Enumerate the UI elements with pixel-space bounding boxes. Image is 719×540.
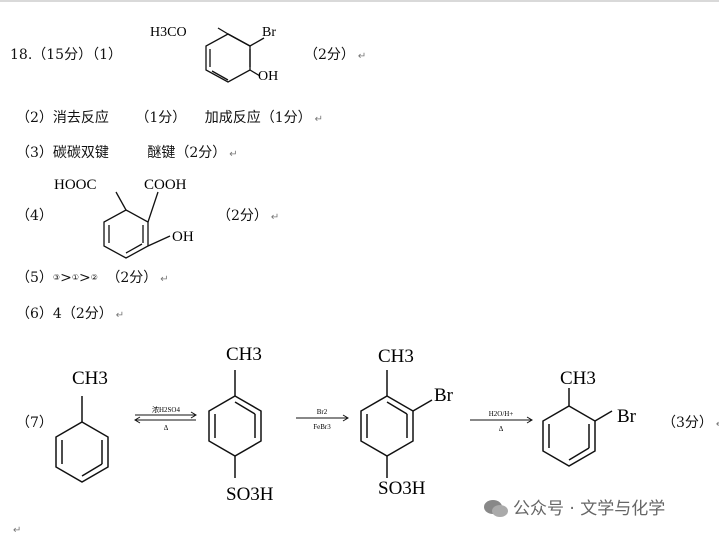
q7-toluene: CH3 bbox=[55, 368, 109, 483]
q4-score: （2分）↵ bbox=[217, 208, 280, 224]
q7-mol3: CH3 Br SO3H bbox=[360, 346, 454, 499]
q5-label: （5） bbox=[16, 270, 53, 286]
q4-cooh-label: COOH bbox=[144, 177, 187, 193]
q4-label: （4） bbox=[16, 208, 53, 224]
q3-line: （3）碳碳双键 醚键（2分）↵ bbox=[16, 145, 238, 161]
q7-arrow1-bottom: Δ bbox=[164, 424, 169, 432]
q7-arrow2-top: Br2 bbox=[317, 408, 328, 416]
q7-arrow3-bottom: Δ bbox=[499, 425, 504, 433]
q7-mol4-br: Br bbox=[617, 406, 637, 427]
q2-label: （2）消去反应 bbox=[16, 110, 109, 126]
q7-mol4: CH3 Br bbox=[542, 368, 637, 467]
q3-label: （3）碳碳双键 bbox=[16, 145, 109, 161]
q5-circle-3: ③ bbox=[52, 273, 61, 282]
q7-mol3-ch3: CH3 bbox=[378, 346, 414, 367]
q5-line: （5）③>①>② （2分）↵ bbox=[16, 270, 169, 286]
q4-hooc-label: HOOC bbox=[54, 177, 97, 193]
q5-score: （2分） bbox=[106, 270, 158, 286]
q7-arrow2-bottom: FeBr3 bbox=[313, 423, 331, 431]
return-mark: ↵ bbox=[357, 51, 367, 62]
q7-arrow1: 浓H2SO4 Δ bbox=[134, 405, 197, 432]
q18-molecule: H3CO Br OH bbox=[150, 25, 278, 84]
q4-molecule: HOOC COOH OH bbox=[54, 177, 194, 259]
q7-mol3-br: Br bbox=[434, 385, 454, 406]
q2-score1: （1分） bbox=[135, 110, 187, 126]
watermark: 公众号 · 文学与化学 bbox=[483, 494, 665, 519]
q18-oh-label: OH bbox=[258, 69, 278, 84]
q7-arrow3-top: H2O/H+ bbox=[489, 410, 514, 418]
q7-arrow2: Br2 FeBr3 bbox=[296, 408, 349, 431]
q7-mol2: CH3 SO3H bbox=[208, 344, 274, 505]
q5-circle-2: ② bbox=[90, 273, 98, 282]
q18-score: （2分）↵ bbox=[304, 47, 367, 63]
final-return-mark: ↵ bbox=[13, 525, 22, 536]
q4-oh-label: OH bbox=[172, 229, 194, 245]
q7-mol3-so3h: SO3H bbox=[378, 478, 426, 499]
q7-mol2-so3h: SO3H bbox=[226, 484, 274, 505]
q5-circle-1: ① bbox=[71, 273, 79, 282]
q6-line: （6）4（2分）↵ bbox=[16, 306, 125, 322]
wechat-icon bbox=[484, 500, 508, 517]
q7-mol4-ch3: CH3 bbox=[560, 368, 596, 389]
q7-label: （7） bbox=[16, 415, 53, 431]
q7-mol1-ch3: CH3 bbox=[72, 368, 108, 389]
q2-text2: 加成反应（1分） bbox=[204, 110, 312, 126]
q18-label: 18.（15分）（1） bbox=[10, 47, 122, 63]
q7-score: （3分）↵ bbox=[662, 415, 719, 431]
q18-br-label: Br bbox=[262, 25, 276, 40]
page-top-border bbox=[0, 0, 719, 2]
q7-mol2-ch3: CH3 bbox=[226, 344, 262, 365]
q3-text2: 醚键（2分） bbox=[147, 145, 227, 161]
q2-line: （2）消去反应 （1分） 加成反应（1分）↵ bbox=[16, 110, 324, 126]
q18-och3-label: H3CO bbox=[150, 25, 187, 40]
q7-arrow3: H2O/H+ Δ bbox=[470, 410, 533, 433]
q7-arrow1-top: 浓H2SO4 bbox=[152, 405, 181, 414]
